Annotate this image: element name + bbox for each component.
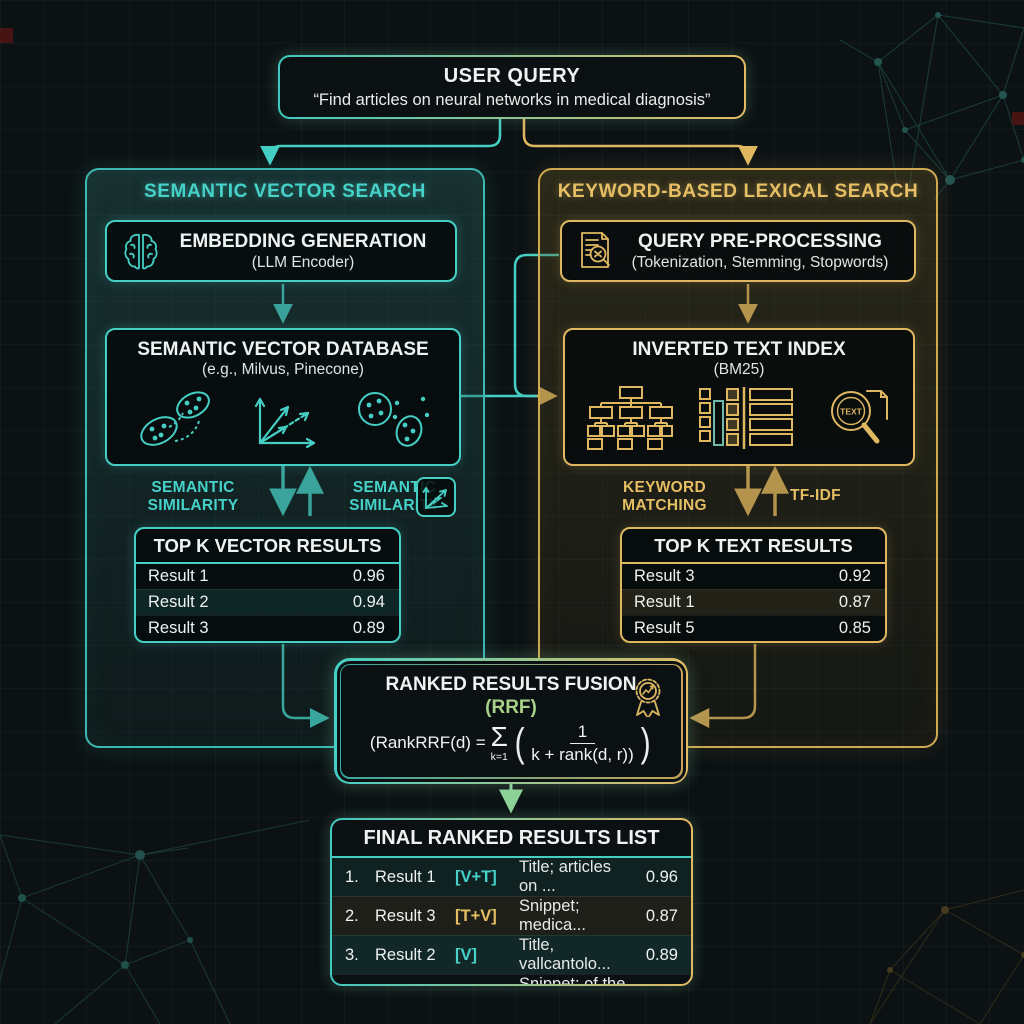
final-source-tag: [T+V] xyxy=(455,906,497,925)
vector-results-title: TOP K VECTOR RESULTS xyxy=(136,529,399,564)
text-results-title: TOP K TEXT RESULTS xyxy=(622,529,885,564)
vector-axes-icon xyxy=(252,387,322,449)
document-magnifier-icon xyxy=(574,229,618,273)
formula-paren: ( xyxy=(514,721,525,766)
user-query-box: USER QUERY “Find articles on neural netw… xyxy=(278,55,746,119)
final-ranked-results-box: FINAL RANKED RESULTS LIST 1. Result 1 [V… xyxy=(330,818,693,986)
constellation-bottom-right xyxy=(869,889,1024,1024)
vector-clusters-icon xyxy=(133,387,221,449)
tree-hierarchy-icon xyxy=(587,385,674,451)
query-preprocessing-subtitle: (Tokenization, Stemming, Stopwords) xyxy=(631,253,889,271)
glitch-mark xyxy=(0,28,13,43)
fusion-title: RANKED RESULTS FUSION xyxy=(385,674,637,695)
query-preprocessing-title: QUERY PRE-PROCESSING xyxy=(638,230,882,252)
vector-db-subtitle: (e.g., Milvus, Pinecone) xyxy=(202,361,364,378)
result-score: 0.89 xyxy=(352,619,385,637)
semantic-similarity-label-left: SEMANTIC SIMILARITY xyxy=(147,479,239,514)
final-score: 0.89 xyxy=(645,945,678,964)
table-row: Result 2 0.94 xyxy=(136,589,399,615)
final-desc: Title; articles on ... xyxy=(519,858,611,895)
formula-lhs: (RankRRF(d) = xyxy=(369,733,486,753)
result-score: 0.85 xyxy=(838,619,871,637)
final-results-title: FINAL RANKED RESULTS LIST xyxy=(332,820,691,858)
query-preprocessing-node: QUERY PRE-PROCESSING (Tokenization, Stem… xyxy=(560,220,916,282)
result-label: Result 5 xyxy=(634,619,695,637)
embedding-generation-subtitle: (LLM Encoder) xyxy=(251,253,355,271)
inverted-index-title: INVERTED TEXT INDEX xyxy=(632,339,846,360)
final-desc: Title, vallcantolo... xyxy=(519,936,611,973)
embedding-generation-title: EMBEDDING GENERATION xyxy=(179,230,427,252)
vector-scatter-icon xyxy=(353,387,433,449)
final-label: Result 1 xyxy=(375,867,436,886)
semantic-panel-title: SEMANTIC VECTOR SEARCH xyxy=(143,181,427,202)
table-row: Result 3 0.89 xyxy=(136,615,399,641)
keyword-panel-title: KEYWORD-BASED LEXICAL SEARCH xyxy=(557,181,919,202)
final-rank: 1. xyxy=(345,867,359,886)
result-label: Result 2 xyxy=(148,593,209,611)
top-k-vector-results-table: TOP K VECTOR RESULTS Result 1 0.96 Resul… xyxy=(134,527,401,643)
mini-vector-icon xyxy=(416,477,456,517)
result-score: 0.92 xyxy=(838,567,871,585)
constellation-bottom-left xyxy=(0,820,311,1024)
final-rank: 3. xyxy=(345,945,359,964)
arrow-query-to-semantic xyxy=(260,118,502,166)
table-row: Result 3 0.92 xyxy=(622,564,885,589)
result-score: 0.96 xyxy=(352,567,385,585)
arrow-query-to-keyword xyxy=(522,118,758,166)
result-label: Result 1 xyxy=(634,593,695,611)
ranked-results-fusion-box: RANKED RESULTS FUSION (RRF) (RankRRF(d) … xyxy=(334,658,688,784)
final-rank: 2. xyxy=(345,906,359,925)
user-query-text: “Find articles on neural networks in med… xyxy=(313,90,711,109)
final-label: Result 2 xyxy=(375,945,436,964)
final-label: Result 3 xyxy=(375,906,436,925)
final-result-row: 3. Result 2 [V] Title, vallcantolo... 0.… xyxy=(332,935,691,974)
result-score: 0.94 xyxy=(352,593,385,611)
result-label: Result 1 xyxy=(148,567,209,585)
result-score: 0.87 xyxy=(838,593,871,611)
glitch-mark xyxy=(1012,112,1024,125)
final-desc: Snippet; medica... xyxy=(519,897,586,934)
vector-db-title: SEMANTIC VECTOR DATABASE xyxy=(137,339,429,360)
magnifier-text-icon: TEXT xyxy=(819,385,891,451)
result-label: Result 3 xyxy=(148,619,209,637)
formula-fraction: 1 k + rank(d, r)) xyxy=(531,722,634,764)
table-row: Result 1 0.87 xyxy=(622,589,885,615)
brain-icon xyxy=(119,229,163,273)
result-label: Result 3 xyxy=(634,567,695,585)
index-postings-icon xyxy=(698,387,794,449)
user-query-title: USER QUERY xyxy=(443,64,581,87)
final-score: 0.87 xyxy=(645,906,678,925)
table-row: Result 1 0.96 xyxy=(136,564,399,589)
final-source-tag: [V] xyxy=(455,945,477,964)
arrow-text-results-to-fusion xyxy=(689,644,757,728)
fusion-subtitle: (RRF) xyxy=(485,697,537,718)
final-source-tag: [V+T] xyxy=(455,867,497,886)
final-score: 0.96 xyxy=(645,867,678,886)
final-result-row: 1. Result 1 [V+T] Title; articles on ...… xyxy=(332,858,691,896)
final-result-row: 4. Result 5 [T] Snippet: of the n... 0.8… xyxy=(332,974,691,984)
keyword-matching-label: KEYWORD MATCHING xyxy=(622,479,707,514)
constellation-top-right xyxy=(840,12,1024,200)
arrow-vector-results-to-fusion xyxy=(281,644,330,728)
sigma-symbol: Σ k=1 xyxy=(490,721,508,764)
formula-paren: ) xyxy=(640,721,651,766)
inverted-text-index-node: INVERTED TEXT INDEX (BM25) xyxy=(563,328,915,466)
rrf-formula: (RankRRF(d) = Σ k=1 ( 1 k + rank(d, r)) … xyxy=(370,722,652,764)
embedding-generation-node: EMBEDDING GENERATION (LLM Encoder) xyxy=(105,220,457,282)
semantic-vector-database-node: SEMANTIC VECTOR DATABASE (e.g., Milvus, … xyxy=(105,328,461,466)
final-desc: Snippet: of the n... xyxy=(519,975,626,984)
svg-text:TEXT: TEXT xyxy=(840,407,863,417)
tfidf-label: TF-IDF xyxy=(790,487,841,504)
top-k-text-results-table: TOP K TEXT RESULTS Result 3 0.92 Result … xyxy=(620,527,887,643)
inverted-index-subtitle: (BM25) xyxy=(713,361,765,378)
table-row: Result 5 0.85 xyxy=(622,615,885,641)
medal-icon xyxy=(629,677,667,717)
final-result-row: 2. Result 3 [T+V] Snippet; medica... 0.8… xyxy=(332,896,691,935)
